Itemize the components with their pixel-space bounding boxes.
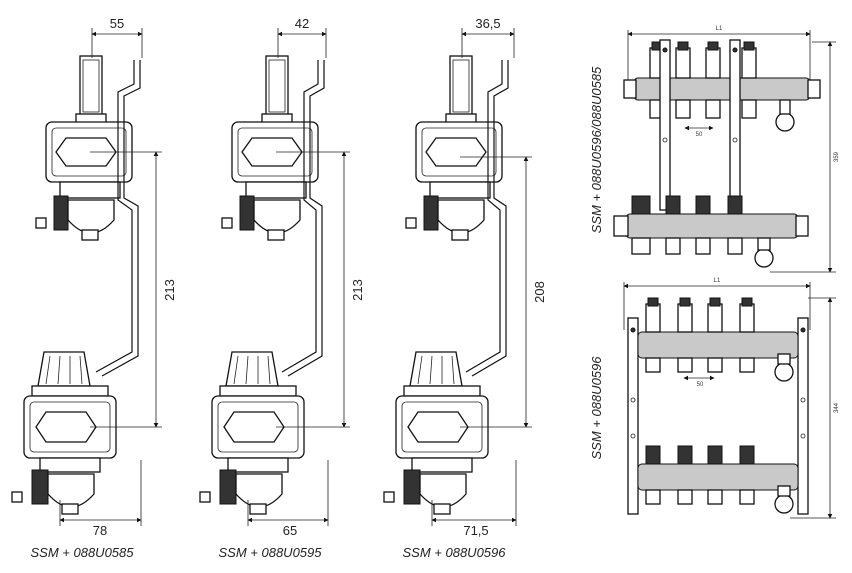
- side-view-3-bottom-dim: 71,5: [463, 523, 488, 538]
- side-view-1-top-dim: 55: [110, 16, 124, 31]
- side-view-3: 36,5 208 71,5 SSM + 088U0596: [383, 16, 547, 560]
- side-view-3-height-dim: 208: [532, 281, 547, 303]
- front-view-2-width-dim: L1: [714, 278, 721, 284]
- side-view-2-caption: SSM + 088U0595: [219, 545, 323, 560]
- side-view-1-caption: SSM + 088U0585: [31, 545, 135, 560]
- front-view-2-height-dim: 344: [834, 402, 840, 413]
- front-view-2: L1 50 344 SSM + 088U059: [589, 278, 840, 519]
- front-view-1: L1 50: [589, 26, 840, 273]
- side-view-1: 55 213 78 SSM + 088U0585: [11, 16, 177, 560]
- side-view-3-caption: SSM + 088U0596: [403, 545, 507, 560]
- side-view-1-height-dim: 213: [162, 279, 177, 301]
- side-view-3-top-dim: 36,5: [475, 16, 500, 31]
- side-view-2-bottom-dim: 65: [283, 523, 297, 538]
- front-view-1-width-dim: L1: [716, 26, 723, 32]
- side-view-2: 42 213 65 SSM + 088U0595: [199, 16, 365, 560]
- front-view-1-pitch-dim: 50: [696, 132, 703, 138]
- front-view-2-caption: SSM + 088U0596: [589, 356, 604, 460]
- side-view-2-top-dim: 42: [295, 16, 309, 31]
- side-view-1-bottom-dim: 78: [93, 523, 107, 538]
- front-view-2-pitch-dim: 50: [697, 382, 704, 388]
- front-view-1-height-dim: 359: [834, 151, 840, 162]
- front-view-1-caption: SSM + 088U0596/088U0585: [589, 66, 604, 233]
- side-view-2-height-dim: 213: [350, 279, 365, 301]
